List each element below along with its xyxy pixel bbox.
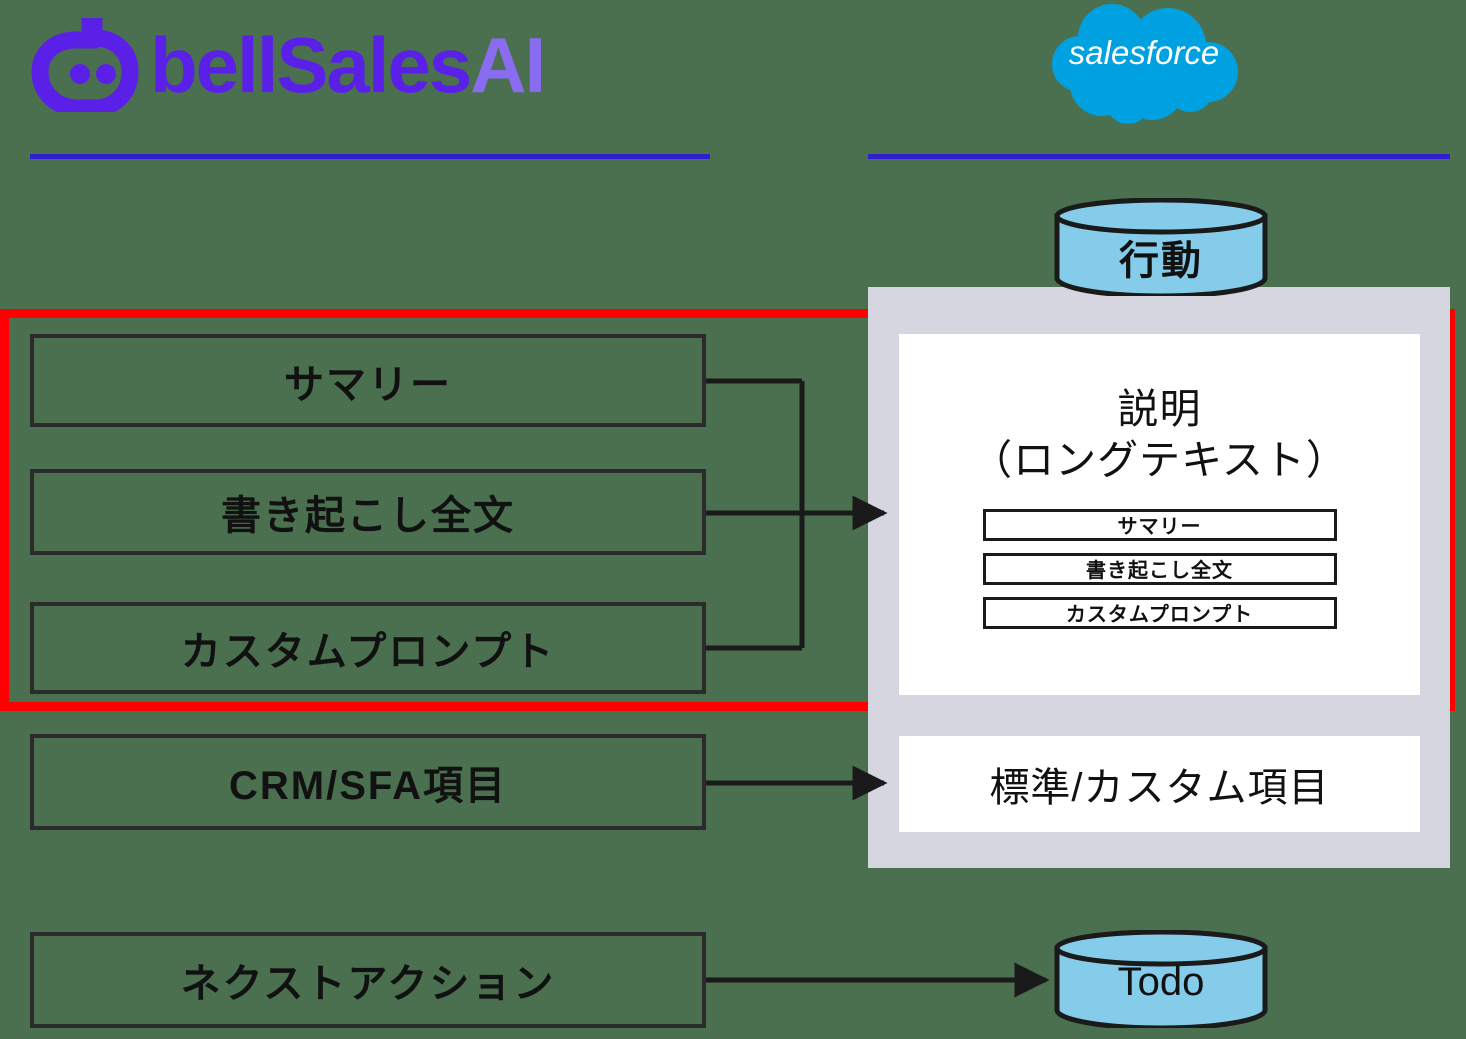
left-box-crm-sfa-fields[interactable]: CRM/SFA項目 [30,734,706,830]
bellsalesai-logo-icon [28,11,140,117]
inner-box-summary[interactable]: サマリー [982,508,1337,541]
description-title: 説明 （ロングテキスト） [971,384,1348,487]
left-box-custom-prompt[interactable]: カスタムプロンプト [30,602,706,694]
bellsalesai-brand: bellSalesAI [28,10,546,120]
description-title-line1: 説明 [1117,386,1202,432]
brand-name-text: bellSales [150,21,472,109]
inner-box-summary-label: サマリー [1117,516,1202,538]
inner-box-custom-prompt-label: カスタムプロンプト [1065,604,1254,626]
description-title-line2: （ロングテキスト） [971,437,1348,484]
left-box-crm-sfa-fields-label: CRM/SFA項目 [229,764,507,808]
custom-field-box-label: 標準/カスタム項目 [989,766,1330,810]
brand-wordmark: bellSalesAI [150,26,546,104]
inner-box-transcript[interactable]: 書き起こし全文 [982,552,1337,585]
left-box-transcript[interactable]: 書き起こし全文 [30,469,706,555]
left-box-next-action-label: ネクストアクション [180,962,556,1006]
divider-right [868,154,1450,159]
description-inner-list: サマリー 書き起こし全文 カスタムプロンプト [982,508,1337,629]
cylinder-todo[interactable]: Todo [1054,929,1268,1031]
inner-box-transcript-label: 書き起こし全文 [1086,560,1233,582]
left-box-summary[interactable]: サマリー [30,334,706,427]
left-box-transcript-label: 書き起こし全文 [221,494,515,538]
custom-field-box[interactable]: 標準/カスタム項目 [899,736,1420,832]
left-box-summary-label: サマリー [284,362,452,407]
inner-box-custom-prompt[interactable]: カスタムプロンプト [982,596,1337,629]
description-box[interactable]: 説明 （ロングテキスト） サマリー 書き起こし全文 カスタムプロンプト [899,334,1420,695]
left-box-next-action[interactable]: ネクストアクション [30,932,706,1028]
salesforce-logo-icon: salesforce [1040,2,1248,134]
cylinder-activity[interactable]: 行動 [1054,197,1268,299]
brand-suffix-text: AI [470,21,546,109]
divider-left [30,154,710,159]
left-box-custom-prompt-label: カスタムプロンプト [180,630,556,674]
salesforce-wordmark: salesforce [1069,34,1219,71]
